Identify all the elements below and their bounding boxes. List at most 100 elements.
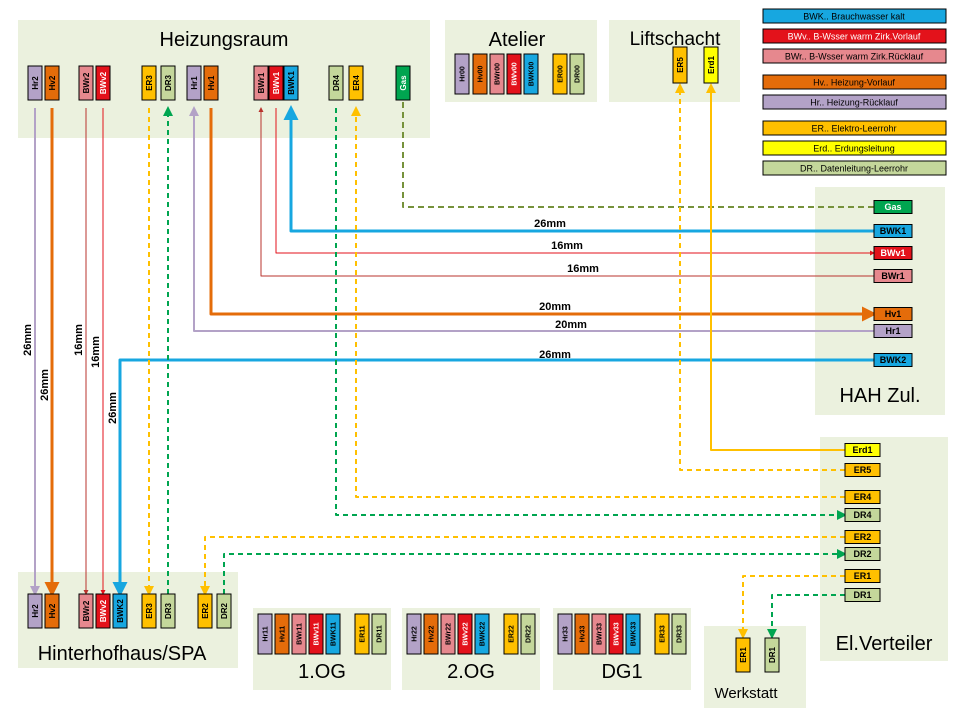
tag-label: DR2 <box>220 602 229 619</box>
tag-label: Hr11 <box>262 626 269 641</box>
room-title-liftschacht: Liftschacht <box>630 29 722 50</box>
tag-box <box>520 613 536 655</box>
tag-heiz-gas: Gas <box>395 65 411 101</box>
tag-label: BWK1 <box>880 226 907 236</box>
tag-label: DR4 <box>332 74 341 91</box>
line-bwk2 <box>112 358 874 597</box>
tag-label: ER5 <box>854 465 872 475</box>
tag-label: Gas <box>399 75 408 91</box>
tag-dg1-dr33: DR33 <box>671 613 687 655</box>
tag-box <box>186 65 202 101</box>
tag-label: BWr2 <box>82 600 91 621</box>
line-bwr1 <box>258 107 874 277</box>
tag-box <box>440 613 456 655</box>
tag-box <box>474 613 490 655</box>
tag-label: BWr00 <box>494 63 501 85</box>
tag-label: Hv22 <box>428 626 435 643</box>
tag-label: BWr2 <box>82 72 91 93</box>
tag-lift-er5: ER5 <box>672 46 688 84</box>
werkstatt-area <box>704 626 806 708</box>
tag-box <box>160 65 176 101</box>
tag-label: BWv2 <box>99 599 108 622</box>
tag-box <box>608 613 624 655</box>
tag-label: BWv00 <box>511 62 518 85</box>
tag-label: ER4 <box>352 75 361 91</box>
legend-item-hv: Hv.. Heizung-Vorlauf <box>762 74 947 90</box>
tag-hinterhof-bwr2: BWr2 <box>78 593 94 629</box>
tag-og2-er22: ER22 <box>503 613 519 655</box>
tag-box <box>873 200 913 214</box>
tag-og2-hv22: Hv22 <box>423 613 439 655</box>
tag-box <box>654 613 670 655</box>
tag-box <box>844 443 881 457</box>
tag-og1-dr11: DR11 <box>371 613 387 655</box>
tag-label: Hr1 <box>885 326 900 336</box>
tag-label: BWv1 <box>272 71 281 94</box>
line-er1 <box>738 575 845 639</box>
tag-box <box>457 613 473 655</box>
legend-swatch <box>762 8 947 24</box>
tag-hinterhof-hr2: Hr2 <box>27 593 43 629</box>
legend-item-er: ER.. Elektro-Leerrohr <box>762 120 947 136</box>
tag-label: BWK2 <box>116 599 125 623</box>
legend-item-dr: DR.. Datenleitung-Leerrohr <box>762 160 947 176</box>
pipe-label-bwr1: 16mm <box>567 263 599 275</box>
tag-label: ER33 <box>659 625 666 643</box>
tag-og2-dr22: DR22 <box>520 613 536 655</box>
tag-label: ER5 <box>676 57 685 73</box>
tag-box <box>844 547 881 561</box>
line-er2 <box>200 536 845 596</box>
tag-heiz-bwr1: BWr1 <box>253 65 269 101</box>
tag-box <box>268 65 284 101</box>
tag-label: ER2 <box>854 532 872 542</box>
tag-og1-hv11: Hv11 <box>274 613 290 655</box>
tag-box <box>325 613 341 655</box>
tag-box <box>844 588 881 602</box>
tag-box <box>873 307 913 321</box>
tag-elv-erd1: Erd1 <box>844 443 881 457</box>
tag-lift-erd1: Erd1 <box>703 46 719 84</box>
tag-box <box>506 53 522 95</box>
tag-heiz-hv1: Hv1 <box>203 65 219 101</box>
tag-box <box>873 224 913 238</box>
tag-box <box>552 53 568 95</box>
tag-box <box>844 569 881 583</box>
tag-atelier-bwv00: BWv00 <box>506 53 522 95</box>
tag-dg1-er33: ER33 <box>654 613 670 655</box>
tag-hah-bwv1: BWv1 <box>873 246 913 260</box>
legend-swatch <box>762 74 947 90</box>
tag-og1-bwv11: BWv11 <box>308 613 324 655</box>
tag-label: BWr33 <box>596 623 603 645</box>
line-bwk1 <box>283 105 874 233</box>
tag-hah-hr1: Hr1 <box>873 324 913 338</box>
tag-label: BWK2 <box>880 355 907 365</box>
tag-label: BWr11 <box>296 623 303 645</box>
tag-box <box>406 613 422 655</box>
tag-box <box>328 65 344 101</box>
tag-hinterhof-er2: ER2 <box>197 593 213 629</box>
tag-label: DR1 <box>853 590 871 600</box>
tag-dg1-bwk33: BWK33 <box>625 613 641 655</box>
legend-text: BWv.. B-Wsser warm Zirk.Vorlauf <box>788 32 921 42</box>
tag-label: DR33 <box>676 625 683 643</box>
line-dr4 <box>335 108 847 520</box>
tag-box <box>197 593 213 629</box>
tag-box <box>44 593 60 629</box>
tag-label: BWr1 <box>257 72 266 93</box>
tag-heiz-er4: ER4 <box>348 65 364 101</box>
room-title-hah: HAH Zul. <box>839 385 920 407</box>
tag-label: ER1 <box>854 571 872 581</box>
tag-heiz-er3: ER3 <box>141 65 157 101</box>
tag-label: DR22 <box>525 625 532 643</box>
tag-label: Hr00 <box>459 66 466 82</box>
tag-label: BWv1 <box>880 248 905 258</box>
tag-label: BWr1 <box>881 271 904 281</box>
tag-label: DR11 <box>376 625 383 643</box>
tag-box <box>274 613 290 655</box>
tag-box <box>523 53 539 95</box>
tag-label: BWv11 <box>313 622 320 645</box>
pipe-label-hv1: 20mm <box>539 301 571 313</box>
